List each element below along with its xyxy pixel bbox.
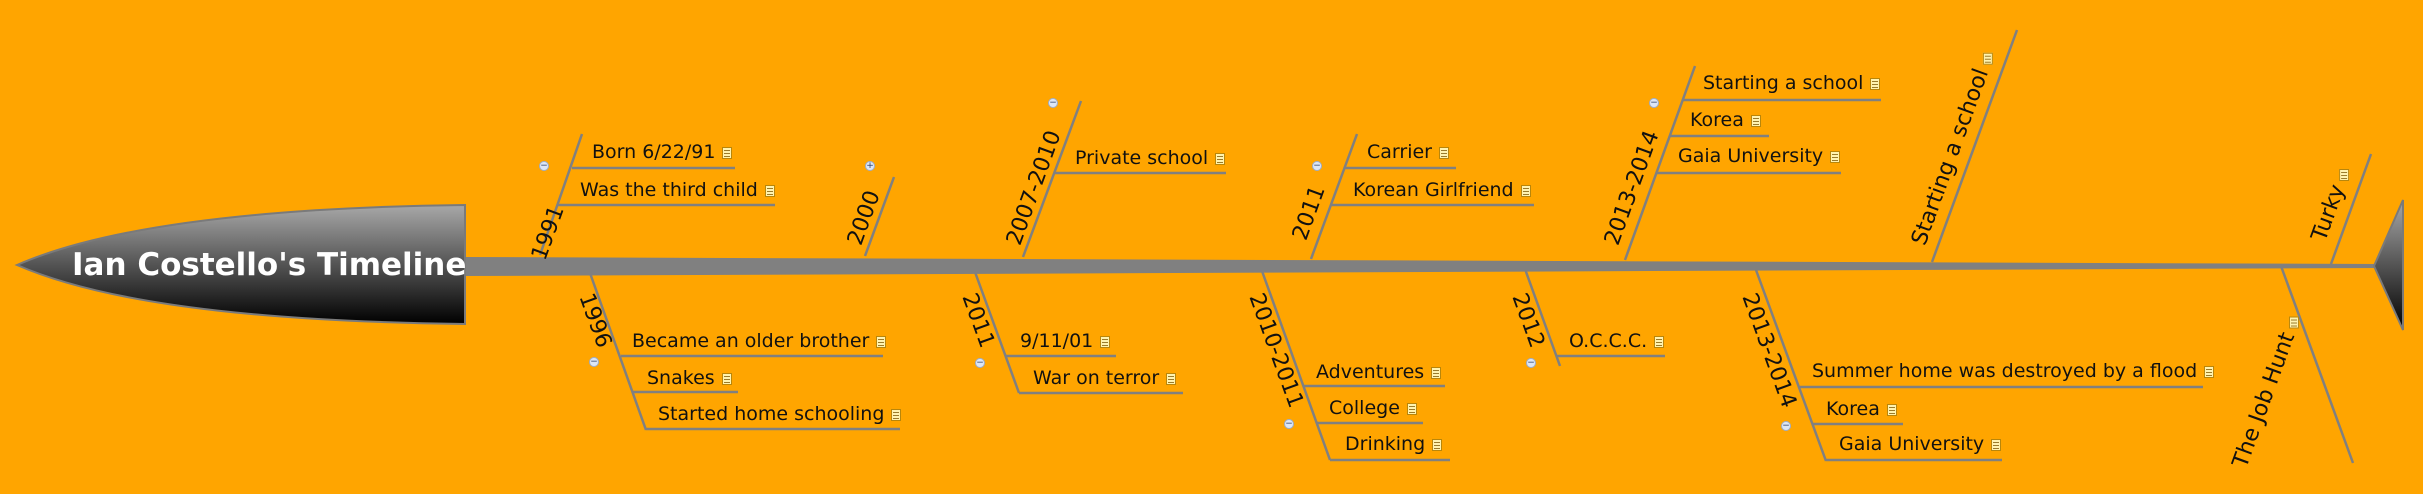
note-icon[interactable] [1406,403,1417,415]
note-icon[interactable] [1215,153,1226,165]
note-icon[interactable] [1654,336,1665,348]
collapse-toggle-icon[interactable]: − [539,161,549,171]
note-icon[interactable] [1982,52,1993,65]
topic-starting-a-school[interactable]: Starting a school [1703,72,1881,94]
note-icon[interactable] [891,409,902,421]
fish-tail [2372,199,2404,331]
diagram-title[interactable]: Ian Costello's Timeline [72,247,467,283]
note-icon[interactable] [721,373,732,385]
fish-head [14,203,466,326]
note-icon[interactable] [1431,367,1442,379]
topic-summer-home-flood[interactable]: Summer home was destroyed by a flood [1812,360,2215,382]
collapse-toggle-icon[interactable]: − [1781,421,1791,431]
topic-gaia-university-bottom[interactable]: Gaia University [1839,433,2002,455]
note-icon[interactable] [2339,168,2350,181]
topic-college[interactable]: College [1329,397,1417,419]
topic-drinking[interactable]: Drinking [1345,433,1443,455]
topic-war-on-terror[interactable]: War on terror [1033,367,1177,389]
expand-toggle-icon[interactable]: + [865,161,875,171]
topic-korea-bottom[interactable]: Korea [1826,398,1897,420]
collapse-toggle-icon[interactable]: − [1312,161,1322,171]
collapse-toggle-icon[interactable]: − [1284,419,1294,429]
topic-carrier[interactable]: Carrier [1367,141,1449,163]
note-icon[interactable] [2204,366,2215,378]
note-icon[interactable] [1886,404,1897,416]
collapse-toggle-icon[interactable]: − [1649,98,1659,108]
note-icon[interactable] [1432,439,1443,451]
topic-home-schooling[interactable]: Started home schooling [658,403,902,425]
note-icon[interactable] [2288,316,2299,329]
topic-korea[interactable]: Korea [1690,109,1761,131]
topic-korean-girlfriend[interactable]: Korean Girlfriend [1353,179,1531,201]
note-icon[interactable] [1520,185,1531,197]
note-icon[interactable] [1870,78,1881,90]
topic-older-brother[interactable]: Became an older brother [632,330,887,352]
note-icon[interactable] [1991,439,2002,451]
note-icon[interactable] [1166,373,1177,385]
topic-adventures[interactable]: Adventures [1316,361,1442,383]
collapse-toggle-icon[interactable]: − [589,357,599,367]
note-icon[interactable] [876,336,887,348]
note-icon[interactable] [764,185,775,197]
note-icon[interactable] [1438,147,1449,159]
topic-occc[interactable]: O.C.C.C. [1569,330,1665,352]
collapse-toggle-icon[interactable]: − [975,358,985,368]
note-icon[interactable] [1830,151,1841,163]
topic-private-school[interactable]: Private school [1075,147,1226,169]
topic-gaia-university[interactable]: Gaia University [1678,145,1841,167]
collapse-toggle-icon[interactable]: − [1048,98,1058,108]
topic-third-child[interactable]: Was the third child [580,179,775,201]
note-icon[interactable] [722,147,733,159]
spine [465,257,2380,276]
collapse-toggle-icon[interactable]: − [1526,358,1536,368]
note-icon[interactable] [1100,336,1111,348]
topic-born[interactable]: Born 6/22/91 [592,141,733,163]
topic-9-11-01[interactable]: 9/11/01 [1020,330,1111,352]
note-icon[interactable] [1750,115,1761,127]
topic-snakes[interactable]: Snakes [647,367,732,389]
